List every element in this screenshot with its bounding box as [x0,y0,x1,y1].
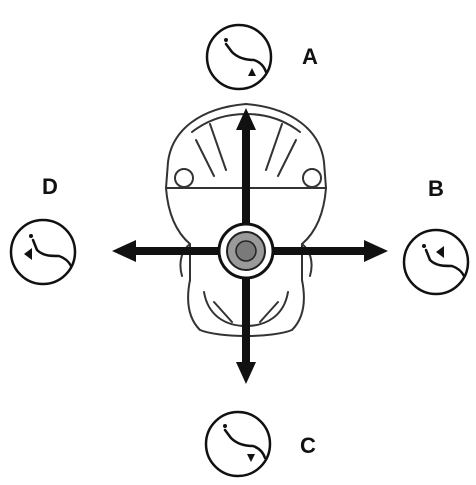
arrow-right-shaft [268,247,368,255]
knob-inner [235,240,257,262]
recline-tilt-up-icon [224,38,268,76]
pose-icon-a [205,23,273,91]
recline-backward-icon [24,234,73,268]
label-d: D [42,174,58,199]
chair-arm-right [301,243,313,277]
chair-seat-ribs [213,301,279,323]
arrow-up-shaft [242,126,250,236]
chair-side-right [301,187,327,281]
pose-icon-b [402,228,470,296]
arrow-right-head [364,240,388,262]
joystick-knob [217,222,275,280]
chair-arm-left [179,243,191,277]
recline-forward-icon [422,244,466,278]
label-a: A [302,44,318,69]
arrow-left-head [112,240,136,262]
chair-backrest [165,103,327,189]
arrow-left-shaft [132,247,224,255]
arrow-down-head [236,362,256,384]
chair-side-left [165,187,191,281]
chair-left-bolt [174,168,194,188]
pose-icon-c [204,410,272,478]
direction-arrows [112,108,388,384]
recline-tilt-down-icon [223,424,267,462]
label-c: C [300,433,316,458]
pose-icon-d [9,218,77,286]
chair-right-bolt [302,168,322,188]
arrow-down-shaft [242,274,250,366]
arrow-up-head [236,108,256,130]
label-b: B [428,176,444,201]
chair-backrest-ribs [195,123,297,177]
